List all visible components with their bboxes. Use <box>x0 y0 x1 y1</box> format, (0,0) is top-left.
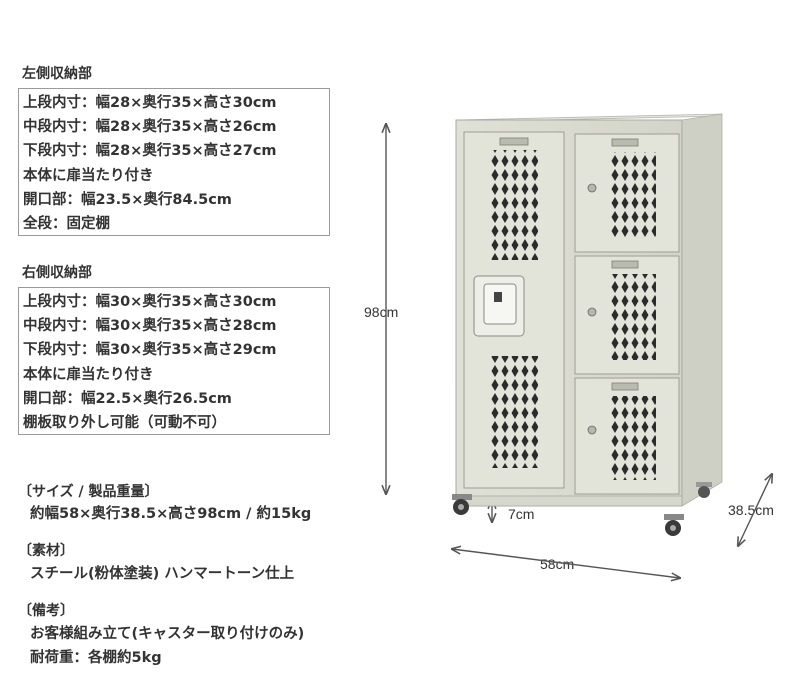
cabinet-side <box>681 113 723 507</box>
size-heading: 〔サイズ / 製品重量〕 <box>18 484 159 500</box>
height-dimension-label: 98cm <box>364 304 399 320</box>
left-spec-line: 下段内寸：幅28×奥行35×高さ27cm <box>23 143 277 160</box>
right-spec-box: 上段内寸：幅30×奥行35×高さ30cm 中段内寸：幅30×奥行35×高さ28c… <box>18 287 330 435</box>
left-door-vent-upper <box>490 150 538 260</box>
left-door-vent-lower <box>490 356 538 468</box>
left-door-handle-recess <box>483 283 517 325</box>
right-door-top-latch <box>611 138 639 147</box>
right-door-top <box>574 133 680 253</box>
right-spec-line: 中段内寸：幅30×奥行35×高さ28cm <box>23 318 277 335</box>
caster-front-left <box>452 494 472 515</box>
right-door-middle-latch <box>611 260 639 269</box>
right-spec-line: 本体に扉当たり付き <box>23 366 154 383</box>
right-door-bottom-lock <box>587 425 597 435</box>
depth-dimension-label: 38.5cm <box>728 502 774 518</box>
right-section-title: 右側収納部 <box>22 265 92 281</box>
cabinet-base <box>455 495 683 507</box>
right-spec-line: 開口部：幅22.5×奥行26.5cm <box>23 390 232 407</box>
right-spec-line: 棚板取り外し可能（可動不可） <box>23 415 226 432</box>
material-text: スチール(粉体塗装) ハンマートーン仕上 <box>30 566 295 582</box>
remarks-heading: 〔備考〕 <box>18 603 74 619</box>
right-spec-line: 下段内寸：幅30×奥行35×高さ29cm <box>23 342 277 359</box>
cabinet-top <box>455 113 723 123</box>
caster-rear-right <box>696 482 712 498</box>
left-spec-line: 中段内寸：幅28×奥行35×高さ26cm <box>23 119 277 136</box>
left-door <box>463 131 565 489</box>
left-spec-line: 上段内寸：幅28×奥行35×高さ30cm <box>23 95 277 111</box>
remarks-line: 耐荷重：各棚約5kg <box>30 650 162 666</box>
caster-dimension-label: 7cm <box>508 506 535 522</box>
left-spec-line: 全段：固定棚 <box>23 216 110 233</box>
material-heading: 〔素材〕 <box>18 543 74 559</box>
left-door-latch <box>499 137 529 146</box>
right-door-bottom-vent <box>610 396 656 480</box>
right-door-bottom <box>574 377 680 495</box>
right-door-middle-lock <box>587 307 597 317</box>
right-door-top-lock <box>587 183 597 193</box>
right-door-top-vent <box>610 152 656 238</box>
left-section-title: 左側収納部 <box>22 66 92 82</box>
right-door-bottom-latch <box>611 382 639 391</box>
left-spec-box: 上段内寸：幅28×奥行35×高さ30cm 中段内寸：幅28×奥行35×高さ26c… <box>18 88 330 236</box>
caster-front-right <box>664 514 684 536</box>
cabinet-front <box>455 119 683 507</box>
right-door-middle <box>574 255 680 375</box>
left-door-handle-plate <box>473 275 525 337</box>
size-text: 約幅58×奥行38.5×高さ98cm / 約15kg <box>30 506 312 522</box>
right-spec-line: 上段内寸：幅30×奥行35×高さ30cm <box>23 294 277 310</box>
left-door-lock <box>494 292 502 302</box>
left-spec-line: 本体に扉当たり付き <box>23 167 154 184</box>
right-door-middle-vent <box>610 274 656 360</box>
remarks-line: お客様組み立て(キャスター取り付けのみ) <box>30 626 305 642</box>
left-spec-line: 開口部：幅23.5×奥行84.5cm <box>23 191 232 208</box>
width-dimension-label: 58cm <box>540 556 575 572</box>
